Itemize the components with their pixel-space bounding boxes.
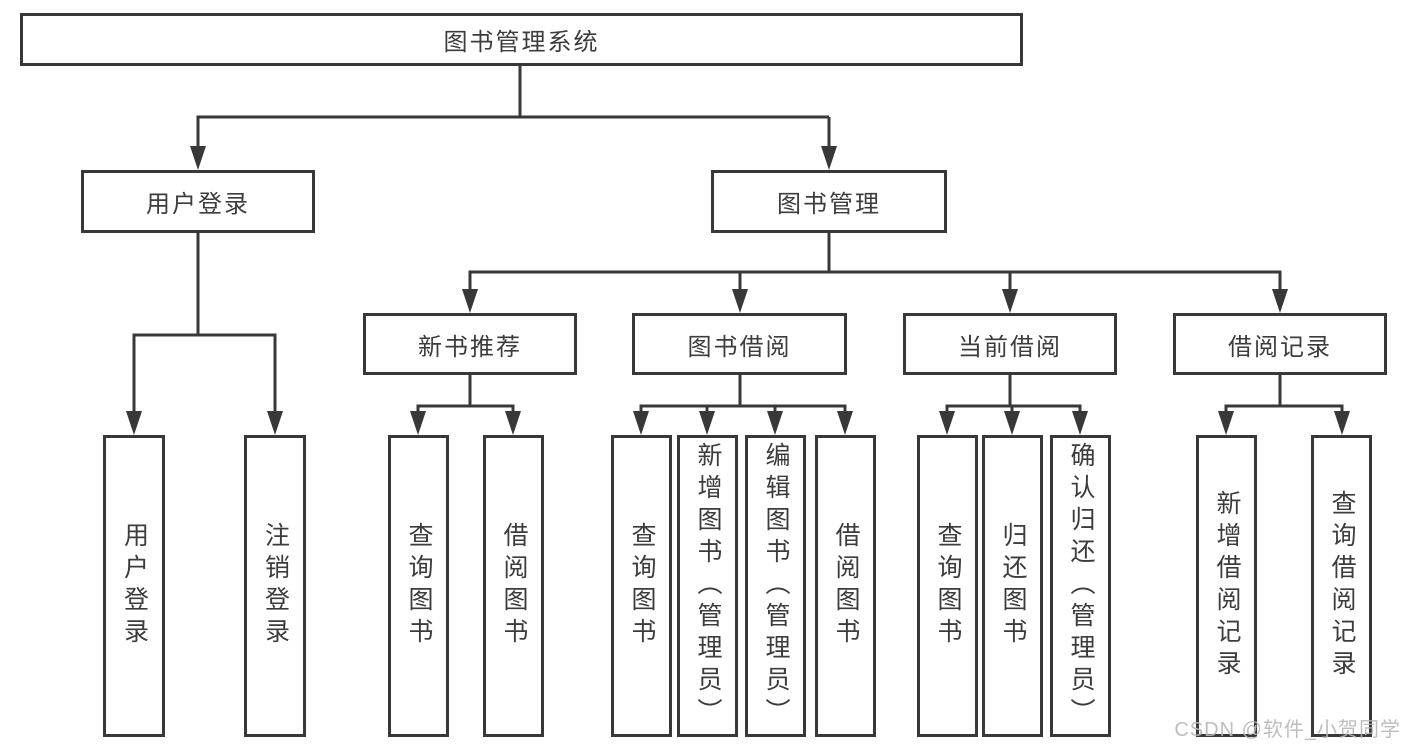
leaf-recommend-borrow-books-label: 借阅图书 [500,522,528,650]
node-book-borrow-label: 图书借阅 [687,333,792,361]
leaf-recommend-query-books: 查询图书 [388,435,449,737]
leaf-user-login-label: 用户登录 [120,522,149,650]
leaf-query-borrow-record-label: 查询借阅记录 [1328,490,1356,682]
node-borrow-records-label: 借阅记录 [1228,333,1332,361]
leaf-borrow-query-books-label: 查询图书 [628,522,656,650]
leaf-borrow-books-label: 借阅图书 [832,522,860,650]
leaf-logout: 注销登录 [244,435,306,737]
leaf-borrow-books: 借阅图书 [815,435,876,737]
leaf-add-borrow-record: 新增借阅记录 [1196,435,1257,737]
node-current-borrow-label: 当前借阅 [958,333,1062,361]
leaf-borrow-query-books: 查询图书 [611,435,672,737]
leaf-confirm-return-admin-label: 确认归还（管理员） [1067,442,1095,730]
leaf-recommend-query-books-label: 查询图书 [405,522,433,650]
csdn-watermark: CSDN @软件_小贺同学 [1174,719,1401,741]
leaf-edit-books-admin-label: 编辑图书（管理员） [762,442,790,730]
leaf-logout-label: 注销登录 [261,522,290,650]
connector-paths [132,64,1344,418]
node-book-management-label: 图书管理 [777,191,881,218]
node-book-borrow: 图书借阅 [632,313,847,375]
leaf-return-books: 归还图书 [982,435,1043,737]
leaf-add-books-admin-label: 新增图书（管理员） [694,442,722,730]
node-borrow-records: 借阅记录 [1173,313,1387,375]
leaf-confirm-return-admin: 确认归还（管理员） [1050,435,1111,737]
node-book-management: 图书管理 [711,170,947,233]
node-root: 图书管理系统 [20,13,1023,66]
leaf-user-login: 用户登录 [103,435,165,737]
node-user-login-label: 用户登录 [146,191,250,218]
leaf-add-borrow-record-label: 新增借阅记录 [1213,490,1241,682]
leaf-query-borrow-record: 查询借阅记录 [1311,435,1372,737]
node-current-borrow: 当前借阅 [903,313,1117,375]
leaf-add-books-admin: 新增图书（管理员） [677,435,738,737]
node-user-login: 用户登录 [81,170,315,233]
leaf-current-query-books: 查询图书 [917,435,978,737]
leaf-return-books-label: 归还图书 [999,522,1027,650]
node-root-label: 图书管理系统 [443,29,600,56]
leaf-recommend-borrow-books: 借阅图书 [483,435,544,737]
leaf-edit-books-admin: 编辑图书（管理员） [745,435,806,737]
leaf-current-query-books-label: 查询图书 [934,522,962,650]
node-new-book-recommend: 新书推荐 [363,313,577,375]
node-new-book-recommend-label: 新书推荐 [418,333,522,361]
